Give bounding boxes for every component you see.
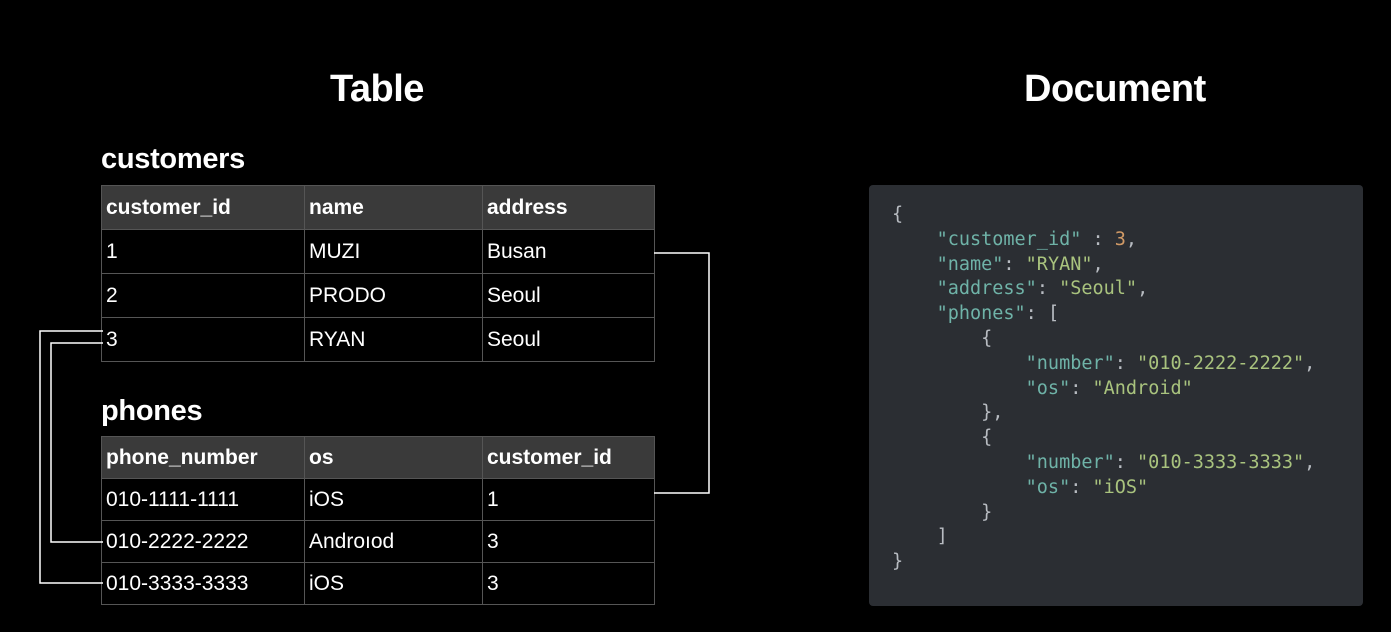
table-cell: 1: [101, 229, 305, 274]
table-row: 3 RYAN Seoul: [101, 317, 655, 362]
table-cell: PRODO: [304, 273, 483, 318]
json-key: "number": [1025, 451, 1115, 473]
json-value: "RYAN": [1025, 253, 1093, 275]
json-value: "010-2222-2222": [1137, 352, 1305, 374]
json-key: "name": [936, 253, 1004, 275]
table-cell: 010-2222-2222: [101, 520, 305, 563]
json-value: "iOS": [1092, 476, 1149, 498]
connector-ryan-to-phone-3333: [39, 330, 103, 584]
json-key: "customer_id": [936, 228, 1082, 250]
table-cell: iOS: [304, 562, 483, 605]
json-key: "phones": [936, 303, 1026, 325]
json-value: "Seoul": [1059, 278, 1138, 300]
json-value: 3: [1114, 228, 1126, 250]
json-key: "address": [936, 278, 1037, 300]
connector-busan-to-customer-id-1: [654, 252, 710, 494]
table-row: 010-3333-3333 iOS 3: [101, 562, 655, 605]
column-header-address: address: [482, 185, 655, 230]
document-heading: Document: [1024, 68, 1206, 110]
table-row: 1 MUZI Busan: [101, 229, 655, 274]
table-cell: 1: [482, 478, 655, 521]
table-cell: 2: [101, 273, 305, 318]
phones-table-label: phones: [101, 395, 203, 427]
table-cell: Seoul: [482, 273, 655, 318]
table-row: 010-2222-2222 Androıod 3: [101, 520, 655, 563]
table-cell: iOS: [304, 478, 483, 521]
connector-ryan-to-phone-2222: [50, 342, 103, 543]
table-cell: 3: [101, 317, 305, 362]
table-cell: 3: [482, 562, 655, 605]
json-value: "Android": [1092, 377, 1193, 399]
table-cell: 010-1111-1111: [101, 478, 305, 521]
table-row: 010-1111-1111 iOS 1: [101, 478, 655, 521]
customers-table: customer_id name address 1 MUZI Busan 2 …: [101, 185, 655, 362]
table-cell: MUZI: [304, 229, 483, 274]
json-key: "number": [1025, 352, 1115, 374]
table-cell: Androıod: [304, 520, 483, 563]
document-code-panel: { "customer_id" : 3, "name": "RYAN", "ad…: [869, 185, 1363, 606]
table-cell: Busan: [482, 229, 655, 274]
table-row: 2 PRODO Seoul: [101, 273, 655, 318]
table-cell: 010-3333-3333: [101, 562, 305, 605]
customers-table-label: customers: [101, 143, 245, 175]
table-header-row: customer_id name address: [101, 185, 655, 230]
json-key: "os": [1025, 476, 1071, 498]
json-document: { "customer_id" : 3, "name": "RYAN", "ad…: [892, 204, 1316, 573]
json-value: "010-3333-3333": [1137, 451, 1305, 473]
json-key: "os": [1025, 377, 1071, 399]
table-cell: RYAN: [304, 317, 483, 362]
phones-table: phone_number os customer_id 010-1111-111…: [101, 436, 655, 605]
column-header-os: os: [304, 436, 483, 479]
table-heading: Table: [330, 68, 424, 110]
table-cell: Seoul: [482, 317, 655, 362]
